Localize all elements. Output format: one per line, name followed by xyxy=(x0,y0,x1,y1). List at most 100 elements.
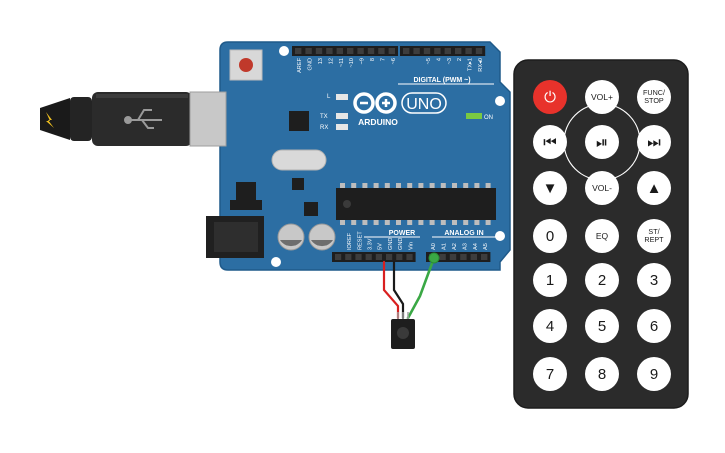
func-stop-button[interactable]: FUNC/STOP xyxy=(637,80,671,114)
pin-label: RX◂0 xyxy=(478,58,484,72)
next-button-face xyxy=(637,125,671,159)
ir-remote: ⏻ VOL+ FUNC/STOP ⏮ ⏯ ⏭ ▼ VOL- ▲ 0 EQ ST/REPT 1 2 3 4 5 6 7… xyxy=(513,59,689,409)
eq-button[interactable]: EQ xyxy=(585,219,619,253)
vol-down-button[interactable]: VOL- xyxy=(585,171,619,205)
vol-up-button[interactable]: VOL+ xyxy=(585,80,619,114)
pin-label: 12 xyxy=(328,58,334,64)
vol-down-button-face xyxy=(585,171,619,205)
key-7-button[interactable]: 7 xyxy=(533,357,567,391)
down-button-face xyxy=(533,171,567,205)
key-9-button[interactable]: 9 xyxy=(637,357,671,391)
power-button[interactable]: ⏻ xyxy=(533,80,567,114)
key-4-button[interactable]: 4 xyxy=(533,309,567,343)
led-on-label: ON xyxy=(484,115,493,121)
key-0-button-face xyxy=(533,219,567,253)
play-pause-button[interactable]: ⏯ xyxy=(585,125,619,159)
capacitor-2 xyxy=(308,223,336,251)
pin-label: A3 xyxy=(462,243,468,250)
key-0-button[interactable]: 0 xyxy=(533,219,567,253)
key-6-button[interactable]: 6 xyxy=(637,309,671,343)
pin-label: A4 xyxy=(473,243,479,250)
pin-label: ~10 xyxy=(349,58,355,68)
key-8-button-face xyxy=(585,357,619,391)
key-6-button-label: 6 xyxy=(650,318,658,335)
key-7-button-face xyxy=(533,357,567,391)
key-7-button-label: 7 xyxy=(546,366,554,383)
pin-label: AREF xyxy=(297,57,303,73)
pin-label: 7 xyxy=(380,58,386,61)
key-4-button-face xyxy=(533,309,567,343)
usb-symbol-icon xyxy=(124,109,162,129)
prev-button[interactable]: ⏮ xyxy=(533,125,567,159)
led-tx-label: TX xyxy=(320,114,328,120)
pin-label: A2 xyxy=(452,243,458,250)
pin-label: 5V xyxy=(378,243,384,250)
vol-up-button-label: VOL+ xyxy=(591,92,613,102)
down-button-label: ▼ xyxy=(543,180,558,197)
lightning-icon xyxy=(46,112,54,128)
power-header-label: POWER xyxy=(389,230,415,237)
key-5-button[interactable]: 5 xyxy=(585,309,619,343)
prev-button-label: ⏮ xyxy=(543,134,557,151)
digital-header-label: DIGITAL (PWM ~) xyxy=(413,77,470,84)
vol-down-button-label: VOL- xyxy=(592,183,612,193)
key-4-button-label: 4 xyxy=(546,318,554,335)
play-pause-button-face xyxy=(585,125,619,159)
pin-label: GND xyxy=(308,58,314,70)
key-1-button[interactable]: 1 xyxy=(533,263,567,297)
key-3-button[interactable]: 3 xyxy=(637,263,671,297)
microcontroller-chip xyxy=(336,188,496,220)
key-9-button-label: 9 xyxy=(650,366,658,383)
power-button-face xyxy=(533,80,567,114)
pin-label: 8 xyxy=(370,58,376,61)
led-l-label: L xyxy=(327,94,331,100)
ir-receiver xyxy=(391,312,415,349)
power-header xyxy=(332,252,416,262)
next-button[interactable]: ⏭ xyxy=(637,125,671,159)
key-8-button-label: 8 xyxy=(598,366,606,383)
func-stop-button-label: STOP xyxy=(644,96,664,105)
key-3-button-label: 3 xyxy=(650,272,658,289)
pin-label: TX▸1 xyxy=(468,58,474,71)
pin-label: ~5 xyxy=(426,58,432,64)
key-1-button-label: 1 xyxy=(546,272,554,289)
pin-label: IOREF xyxy=(347,232,353,250)
next-button-label: ⏭ xyxy=(647,134,661,151)
pin-label: 4 xyxy=(436,58,442,61)
pin-label: RESET xyxy=(357,231,363,250)
pin-label: GND xyxy=(388,238,394,250)
capacitor-1 xyxy=(277,223,305,251)
st-rept-button-label: ST/ xyxy=(648,227,659,236)
pin-label: ~3 xyxy=(447,58,453,64)
key-5-button-label: 5 xyxy=(598,318,606,335)
eq-button-face xyxy=(585,219,619,253)
brand-label: ARDUINO xyxy=(358,117,398,127)
st-rept-button-face xyxy=(637,219,671,253)
usb-chip xyxy=(289,111,309,131)
up-button-face xyxy=(637,171,671,205)
wire-junction-a0 xyxy=(428,252,440,264)
key-2-button-face xyxy=(585,263,619,297)
key-2-button-label: 2 xyxy=(598,272,606,289)
key-3-button-face xyxy=(637,263,671,297)
pin-label: ~6 xyxy=(391,58,397,64)
play-pause-button-label: ⏯ xyxy=(596,134,608,151)
up-button[interactable]: ▲ xyxy=(637,171,671,205)
down-button[interactable]: ▼ xyxy=(533,171,567,205)
key-2-button[interactable]: 2 xyxy=(585,263,619,297)
pin-label: ~11 xyxy=(339,58,345,67)
func-stop-button-label: FUNC/ xyxy=(643,88,665,97)
eq-button-label: EQ xyxy=(596,231,609,241)
key-8-button[interactable]: 8 xyxy=(585,357,619,391)
key-5-button-face xyxy=(585,309,619,343)
func-stop-button-face xyxy=(637,80,671,114)
pin-label: ~9 xyxy=(360,58,366,64)
power-button-label: ⏻ xyxy=(544,89,556,106)
reset-button[interactable] xyxy=(239,58,253,72)
arduino-infinity-logo-icon xyxy=(353,92,397,114)
pin-label: 13 xyxy=(318,58,324,64)
st-rept-button[interactable]: ST/REPT xyxy=(637,219,671,253)
key-6-button-face xyxy=(637,309,671,343)
